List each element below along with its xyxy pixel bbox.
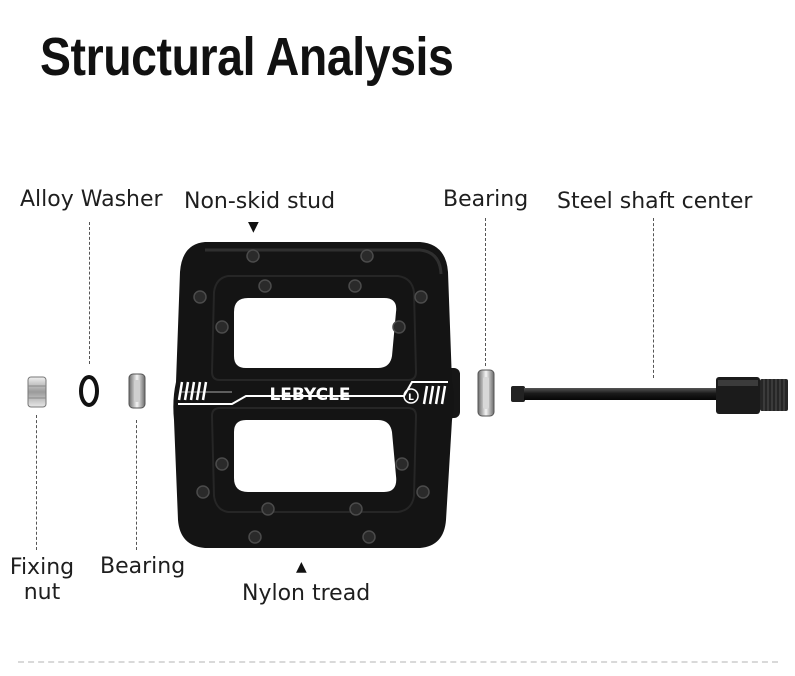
left-side-mark-icon: L <box>403 388 419 404</box>
bearing-bottom-label: Bearing <box>100 554 186 579</box>
bearing-left-icon <box>128 373 146 409</box>
fixing-nut-label-line2: nut <box>23 580 61 605</box>
fixing-nut-leader-line <box>36 415 37 550</box>
bearing-top-label: Bearing <box>443 187 529 212</box>
steel-shaft-leader-line <box>653 218 654 378</box>
page-title: Structural Analysis <box>40 27 454 87</box>
arrow-up-icon: ▲ <box>296 559 307 575</box>
fixing-nut-label-line1: Fixing <box>9 555 75 580</box>
steel-shaft-label: Steel shaft center <box>557 189 753 214</box>
side-mark-text: L <box>408 393 414 403</box>
nylon-tread-label: Nylon tread <box>242 581 371 606</box>
bottom-divider <box>18 661 778 663</box>
bearing-right-icon <box>477 369 495 417</box>
arrow-down-icon: ▼ <box>248 219 259 235</box>
non-skid-studs-icon <box>193 249 430 544</box>
bearing-bottom-leader-line <box>136 420 137 550</box>
bearing-top-leader-line <box>485 218 486 366</box>
non-skid-stud-label: Non-skid stud <box>184 189 336 214</box>
brand-logo-text: LEBYCLE <box>269 385 350 405</box>
alloy-washer-leader-line <box>89 222 90 364</box>
alloy-washer-icon <box>79 375 99 407</box>
fixing-nut-icon <box>27 376 47 408</box>
alloy-washer-label: Alloy Washer <box>20 187 163 212</box>
steel-shaft-icon <box>511 377 788 414</box>
pedal-body-icon <box>173 242 460 548</box>
fixing-nut-label: Fixing nut <box>8 555 76 605</box>
